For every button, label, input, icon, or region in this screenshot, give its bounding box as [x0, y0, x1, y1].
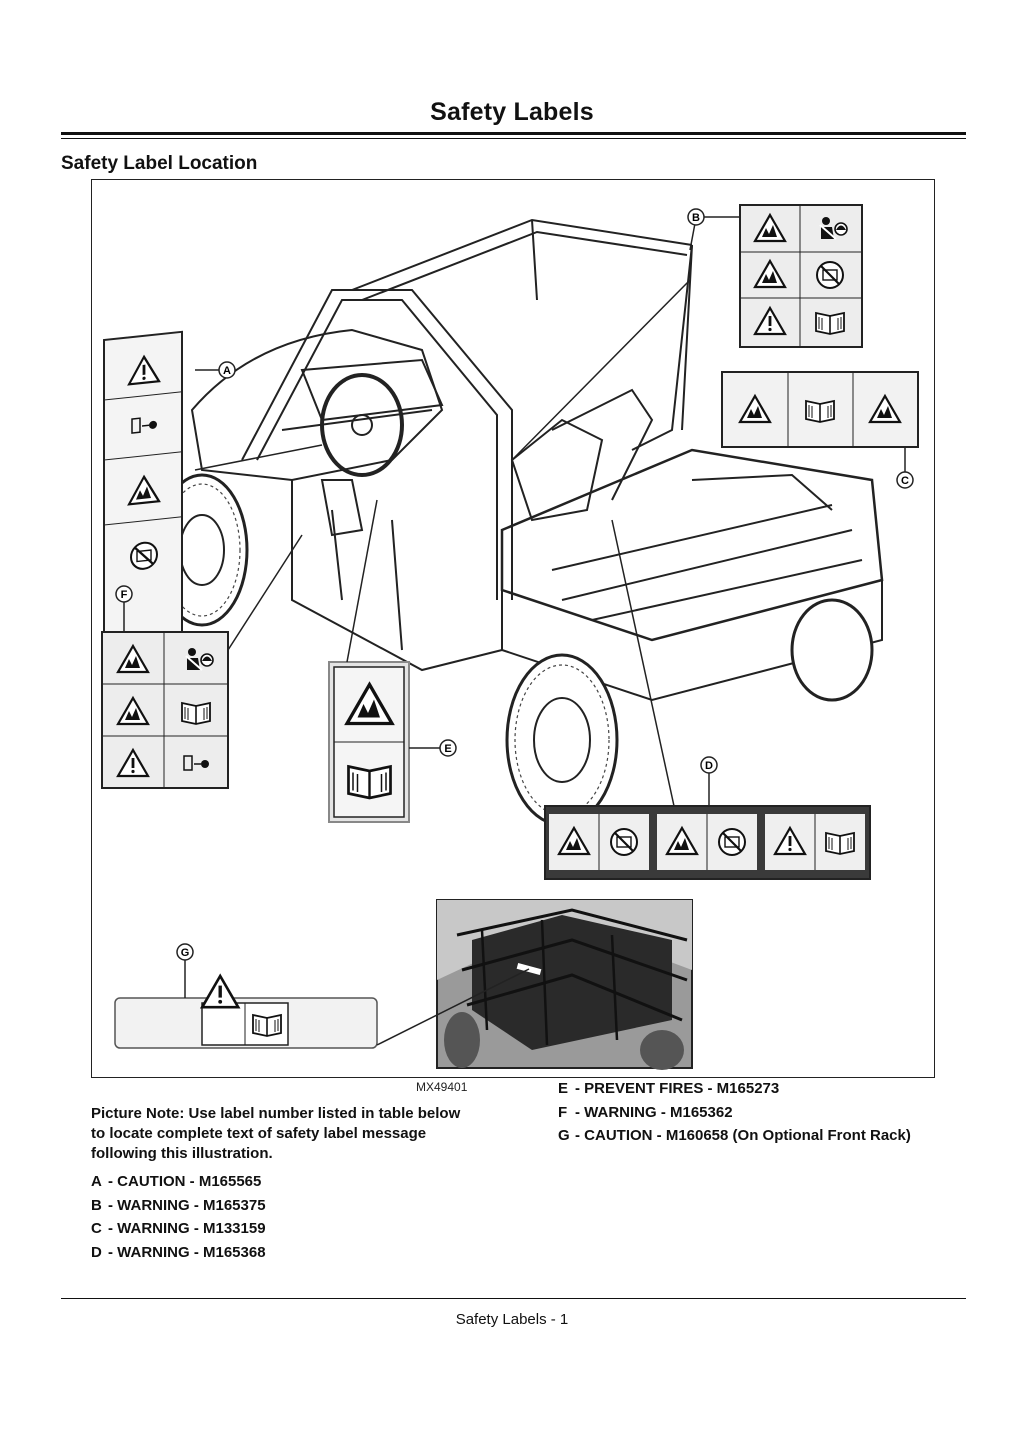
legend-key: G: [558, 1127, 570, 1144]
callout-d: D: [705, 760, 713, 772]
label-a: [103, 330, 183, 672]
label-d: [544, 805, 871, 880]
callout-c: C: [901, 475, 909, 487]
utility-vehicle-illustration: A B C: [101, 204, 919, 1070]
label-g: [114, 974, 378, 1049]
legend-item-b: B - WARNING - M165375: [91, 1194, 266, 1218]
page-title: Safety Labels: [430, 98, 594, 126]
legend-item-c: C - WARNING - M133159: [91, 1217, 266, 1241]
legend-key: A: [91, 1173, 102, 1190]
legend-key: C: [91, 1220, 102, 1237]
legend-text: - CAUTION - M165565: [108, 1173, 262, 1190]
callout-g: G: [181, 947, 190, 959]
legend-key: D: [91, 1243, 102, 1261]
legend-text: - WARNING - M133159: [108, 1220, 266, 1237]
callout-a: A: [223, 365, 231, 377]
tires: [155, 473, 874, 827]
legend-text: - WARNING - M165375: [108, 1196, 266, 1214]
legend-item-g: G - CAUTION - M160658 (On Optional Front …: [558, 1124, 911, 1148]
label-e: [328, 661, 410, 823]
vehicle-body: [190, 218, 884, 702]
front-rack-photo: [436, 899, 693, 1070]
label-legend-right: E - PREVENT FIRES - M165273 F - WARNING - …: [558, 1077, 911, 1148]
legend-item-d: D - WARNING - M165368: [91, 1241, 266, 1265]
legend-text: - WARNING - M165368: [108, 1243, 266, 1261]
footer-rule: [61, 1298, 966, 1299]
legend-text: - WARNING - M165362: [575, 1103, 733, 1121]
legend-item-a: A - CAUTION - M165565: [91, 1170, 266, 1194]
label-legend-left: A - CAUTION - M165565 B - WARNING - M16537…: [91, 1170, 266, 1264]
label-f: [101, 631, 229, 789]
legend-text: - PREVENT FIRES - M165273: [575, 1080, 780, 1097]
legend-text: - CAUTION - M160658 (On Optional Front R…: [575, 1127, 911, 1144]
legend-key: E: [558, 1080, 569, 1097]
callout-f: F: [121, 589, 128, 601]
label-c: [721, 371, 919, 448]
figure-code: MX49401: [416, 1080, 468, 1094]
safety-label-location-figure: A B C: [91, 179, 935, 1078]
legend-item-e: E - PREVENT FIRES - M165273: [558, 1077, 911, 1101]
callout-e: E: [444, 743, 451, 755]
page-footer: Safety Labels - 1: [455, 1311, 569, 1328]
section-title: Safety Label Location: [61, 153, 258, 174]
title-rule-thick: [61, 132, 966, 135]
callout-b: B: [692, 212, 700, 224]
legend-key: B: [91, 1196, 102, 1214]
legend-item-f: F - WARNING - M165362: [558, 1101, 911, 1125]
picture-note: Picture Note: Use label number listed in…: [91, 1105, 461, 1162]
legend-key: F: [558, 1103, 568, 1121]
label-b: [739, 204, 863, 348]
title-rule-thin: [61, 138, 966, 139]
